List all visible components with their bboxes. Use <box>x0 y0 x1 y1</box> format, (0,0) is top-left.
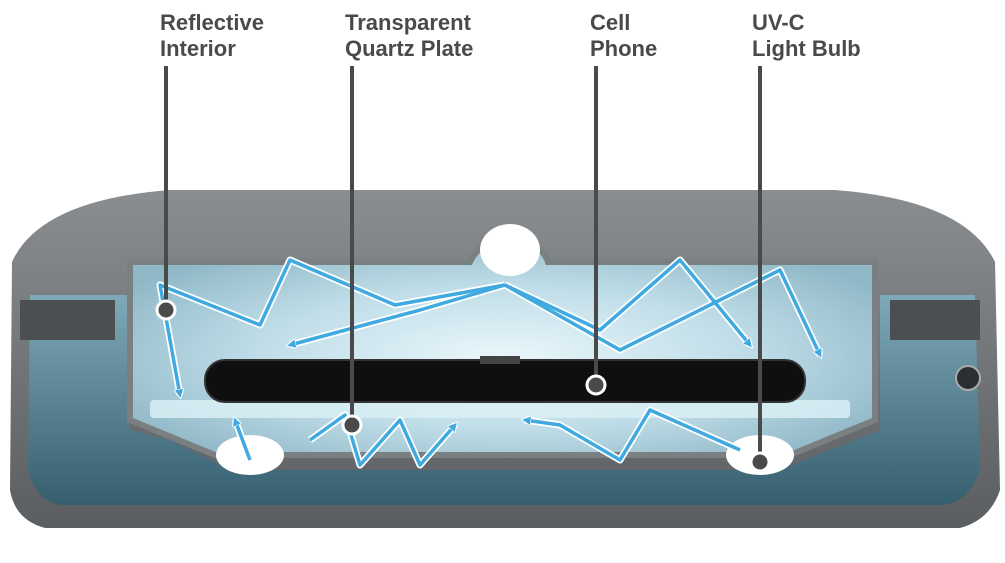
cell-phone <box>204 359 806 403</box>
label-quartz-plate: Transparent Quartz Plate <box>345 10 474 61</box>
left-hinge <box>20 300 115 340</box>
dot-phone <box>585 374 607 396</box>
leader-lines <box>164 66 762 462</box>
label-cell-phone: Cell Phone <box>590 10 658 61</box>
label-uvc-bulb: UV-C Light Bulb <box>752 10 861 61</box>
dot-quartz <box>341 414 363 436</box>
dot-bulb <box>749 451 771 473</box>
top-uv-bulb <box>480 224 540 276</box>
right-hinge <box>890 300 980 340</box>
dot-reflective <box>155 299 177 321</box>
quartz-plate <box>150 400 850 418</box>
label-reflective-interior: Reflective Interior <box>160 10 264 61</box>
leader-dots <box>155 299 771 473</box>
phone-camera-bump <box>480 356 520 364</box>
lower-chamber <box>28 295 980 505</box>
latch <box>955 365 981 391</box>
uv-rays <box>158 258 820 467</box>
